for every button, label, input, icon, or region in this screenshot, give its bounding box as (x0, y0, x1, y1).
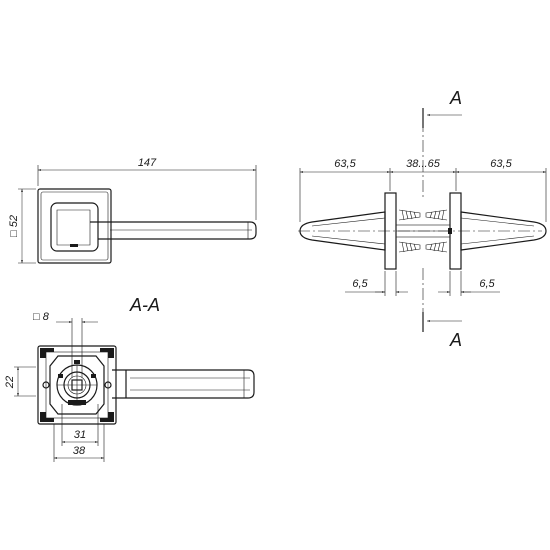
dim-base-width: 38 (73, 445, 86, 457)
svg-text:□ 52: □ 52 (8, 215, 20, 237)
square-symbol-spindle: □ (33, 311, 40, 323)
square-symbol: □ (8, 230, 20, 237)
screw-bottom-right (425, 241, 448, 253)
dim-door-thickness: 38...65 (406, 158, 441, 170)
section-marker-top: A (449, 88, 462, 108)
screw-bottom-left (398, 241, 421, 253)
dim-lever-projection-right: 63,5 (490, 158, 512, 170)
screw-top-right (425, 209, 448, 221)
dim-screw-spacing: 31 (74, 429, 86, 441)
screw-top-left (398, 209, 421, 221)
dim-square-spindle: 8 (43, 311, 50, 323)
dim-overall-length: 147 (138, 157, 157, 169)
dim-rose-size: 52 (8, 215, 20, 227)
section-marker-bottom: A (449, 330, 462, 350)
side-view: 63,5 38...65 63,5 6,5 6,5 A A (298, 88, 547, 350)
dim-rose-thickness-right: 6,5 (479, 278, 495, 290)
dim-lever-projection-left: 63,5 (334, 158, 356, 170)
section-label: A-A (129, 295, 160, 315)
front-view: 147 □ 52 (8, 157, 257, 264)
dim-rose-thickness-left: 6,5 (352, 278, 368, 290)
dim-spindle-offset: 22 (4, 376, 16, 389)
section-view: □ 8 22 31 38 (4, 311, 255, 462)
svg-text:□ 8: □ 8 (33, 311, 50, 323)
